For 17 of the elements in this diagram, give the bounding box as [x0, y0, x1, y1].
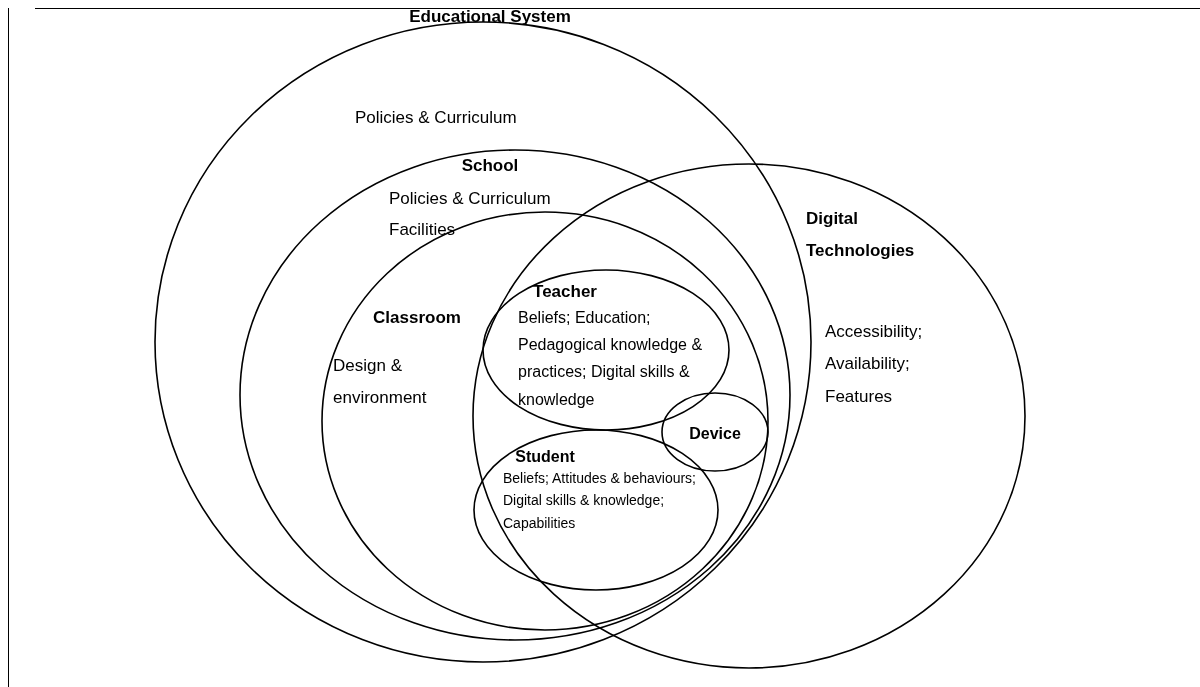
circle-title: Teacher	[532, 281, 598, 303]
circle-description: Facilities	[389, 219, 457, 241]
circle-title: Digital Technologies	[806, 208, 916, 263]
circle-description: Beliefs; Education; Pedagogical knowledge & practices; Digital skills & knowledge	[518, 308, 704, 410]
circle-description: Policies & Curriculum	[389, 188, 552, 210]
circle-title: Student	[514, 447, 576, 467]
circle-description: Design & environment	[333, 355, 428, 410]
circle-description: Accessibility; Availability; Features	[825, 321, 924, 408]
venn-ellipse	[662, 393, 768, 471]
circle-title: School	[460, 155, 520, 177]
venn-ellipse	[322, 212, 768, 630]
circle-title: Classroom	[372, 307, 462, 329]
circle-description: Beliefs; Attitudes & behaviours; Digital skills & knowledge; Capabilities	[503, 469, 697, 533]
circle-title: Device	[688, 424, 742, 444]
venn-ellipse	[240, 150, 790, 640]
circle-title: Educational System	[408, 6, 572, 28]
circle-description: Policies & Curriculum	[355, 107, 518, 129]
